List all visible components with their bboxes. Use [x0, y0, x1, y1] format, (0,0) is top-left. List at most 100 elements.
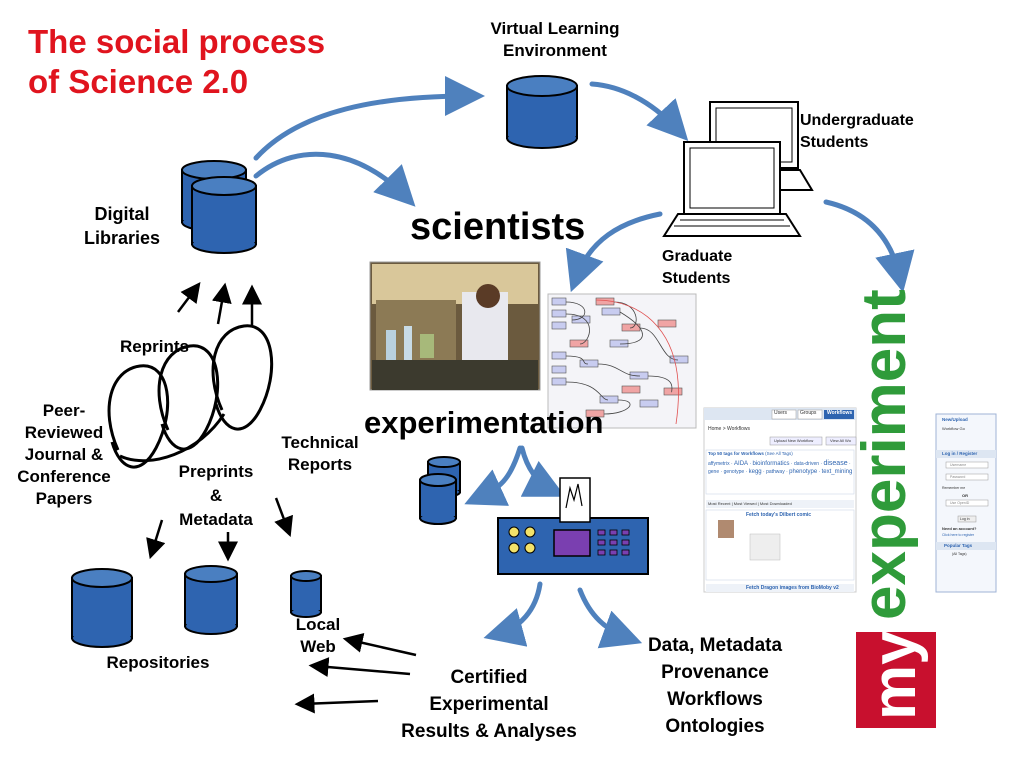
- technical-reports-label-line-1: Technical: [281, 433, 359, 452]
- arrow-experimentation-to-instrument: [519, 445, 566, 497]
- title-line-1: The social process: [28, 23, 326, 60]
- preprints-label: Preprints & Metadata: [164, 460, 268, 532]
- undergraduate-label: Undergraduate Students: [800, 110, 960, 154]
- screenshot-item-1: Fetch today's Dilbert comic: [746, 512, 812, 518]
- digital-libraries-label-line-1: Digital: [94, 204, 150, 224]
- repository-database-icon-2: [184, 565, 238, 635]
- technical-reports-label: Technical Reports: [270, 432, 370, 476]
- page-title: The social process of Science 2.0: [28, 22, 325, 102]
- screenshot-list-tabs: Most Recent | Most Viewed | Most Downloa…: [708, 501, 792, 506]
- certified-results-label-line-1: Certified: [450, 667, 528, 688]
- preprints-label-line-1: Preprints: [178, 462, 254, 481]
- screenshot-tab-users: Users: [774, 410, 788, 416]
- screenshot-sidebar-login-button: Log in: [960, 517, 970, 521]
- peer-reviewed-label-line-2: Reviewed: [24, 423, 104, 442]
- arrow-digital-to-scientists: [253, 151, 416, 207]
- screenshot-sidebar-all-tags: (All Tags): [952, 552, 967, 556]
- arrow-grad-to-scientists: [565, 211, 663, 293]
- peer-reviewed-label-line-1: Peer-: [42, 401, 86, 420]
- digital-libraries-label: Digital Libraries: [62, 202, 182, 250]
- data-metadata-label-line-3: Workflows: [667, 689, 763, 710]
- certified-results-label-line-2: Experimental: [429, 694, 549, 715]
- screenshot-sidebar-register: Click here to register: [942, 533, 975, 537]
- screenshot-tab-groups: Groups: [800, 410, 817, 416]
- data-metadata-label-line-2: Provenance: [661, 662, 769, 683]
- screenshot-tab-workflows: Workflows: [827, 410, 853, 416]
- screenshot-view-all-button: View All Wo: [830, 438, 851, 443]
- screenshot-sidebar-popular-tags: Popular Tags: [944, 543, 973, 548]
- graduate-label-line-1: Graduate: [662, 248, 733, 265]
- arrow-instrument-to-certified: [483, 581, 543, 647]
- screenshot-sidebar-need-account: Need an account?: [942, 526, 977, 531]
- screenshot-sidebar-login-header: Log in / Register: [942, 451, 978, 456]
- arrow-instrument-to-data: [577, 587, 643, 649]
- local-web-label-line-2: Web: [300, 637, 336, 656]
- arrow-certified-to-local-web-3: [294, 693, 379, 714]
- vle-label-line-2: Environment: [503, 41, 607, 60]
- graduate-computer-icon: [662, 141, 802, 237]
- data-metadata-label-line-4: Ontologies: [665, 716, 765, 737]
- repositories-label: Repositories: [106, 653, 210, 672]
- arrow-vle-to-students: [589, 81, 689, 141]
- brand-my-text: my: [860, 630, 929, 720]
- experimentation-label: experimentation: [364, 405, 604, 440]
- data-metadata-label-line-1: Data, Metadata: [647, 635, 783, 656]
- arrow-digital-to-vle: [253, 76, 485, 161]
- experiment-database-icon: [419, 456, 461, 525]
- lab-instrument-icon: [497, 477, 649, 575]
- myexperiment-brand-box: [856, 632, 936, 728]
- arrow-experimentation-to-db: [464, 445, 523, 506]
- screenshot-sidebar-remember: Remember me: [942, 486, 966, 490]
- technical-reports-label-line-2: Reports: [287, 455, 353, 474]
- arrow-reprints-1: [177, 282, 201, 313]
- screenshot-sidebar-password: Password: [950, 475, 966, 479]
- vle-label-line-1: Virtual Learning: [490, 19, 620, 38]
- peer-reviewed-label: Peer- Reviewed Journal & Conference Pape…: [6, 400, 122, 510]
- local-web-database-icon: [290, 570, 322, 618]
- arrow-certified-to-local-web-1: [342, 633, 417, 657]
- undergraduate-label-line-2: Students: [800, 134, 869, 151]
- title-line-2: of Science 2.0: [28, 63, 249, 100]
- digital-libraries-database-icon: [181, 160, 257, 254]
- repository-database-icon-1: [71, 568, 133, 648]
- screenshot-breadcrumb: Home > Workflows: [708, 426, 751, 432]
- graduate-label: Graduate Students: [662, 246, 772, 290]
- certified-results-label: Certified Experimental Results & Analyse…: [378, 664, 600, 745]
- screenshot-upload-button: Upload New Workflow: [774, 438, 814, 443]
- scientists-label: scientists: [410, 206, 586, 248]
- publication-spiral: [107, 324, 274, 469]
- workflow-diagram-image: [547, 293, 697, 429]
- peer-reviewed-label-line-4: Conference: [17, 467, 111, 486]
- screenshot-tags-header: Top 50 tags for Workflows (See All Tags): [708, 451, 793, 456]
- arrow-to-local-web: [274, 497, 293, 538]
- screenshot-item-2: Fetch Dragon images from BioMoby v2: [746, 585, 839, 591]
- graduate-label-line-2: Students: [662, 270, 731, 287]
- peer-reviewed-label-line-5: Papers: [35, 489, 93, 508]
- screenshot-sidebar-username: Username: [950, 463, 967, 467]
- brand-experiment-text: experiment: [850, 289, 919, 620]
- screenshot-sidebar-or: OR: [962, 493, 968, 498]
- screenshot-sidebar-workflow: Workflow Go: [942, 426, 965, 431]
- local-web-label-line-1: Local: [295, 615, 341, 634]
- arrow-reprints-2: [211, 282, 232, 325]
- local-web-label: Local Web: [278, 614, 358, 658]
- arrow-certified-to-local-web-2: [308, 657, 411, 678]
- arrow-to-repo-1: [146, 519, 166, 560]
- myexperiment-screenshot: [703, 407, 997, 593]
- data-metadata-label: Data, Metadata Provenance Workflows Onto…: [630, 632, 800, 740]
- certified-results-label-line-3: Results & Analyses: [401, 721, 577, 742]
- reprints-label: Reprints: [120, 337, 189, 356]
- screenshot-tag-cloud: affymetrix · AIDA · bioinformatics · dat…: [708, 460, 853, 475]
- undergraduate-label-line-1: Undergraduate: [800, 112, 914, 129]
- digital-libraries-label-line-2: Libraries: [83, 228, 161, 248]
- screenshot-sidebar-new-upload: New/Upload: [942, 417, 968, 422]
- screenshot-sidebar-openid: Use OpenID: [950, 501, 970, 505]
- preprints-label-line-2: &: [209, 486, 223, 505]
- vle-label: Virtual Learning Environment: [462, 18, 648, 62]
- peer-reviewed-label-line-3: Journal &: [24, 445, 104, 464]
- vle-database-icon: [506, 75, 578, 149]
- preprints-label-line-3: Metadata: [179, 510, 253, 529]
- scientists-lab-photo: [369, 261, 541, 391]
- arrow-undergrad-to-myexperiment: [823, 199, 915, 293]
